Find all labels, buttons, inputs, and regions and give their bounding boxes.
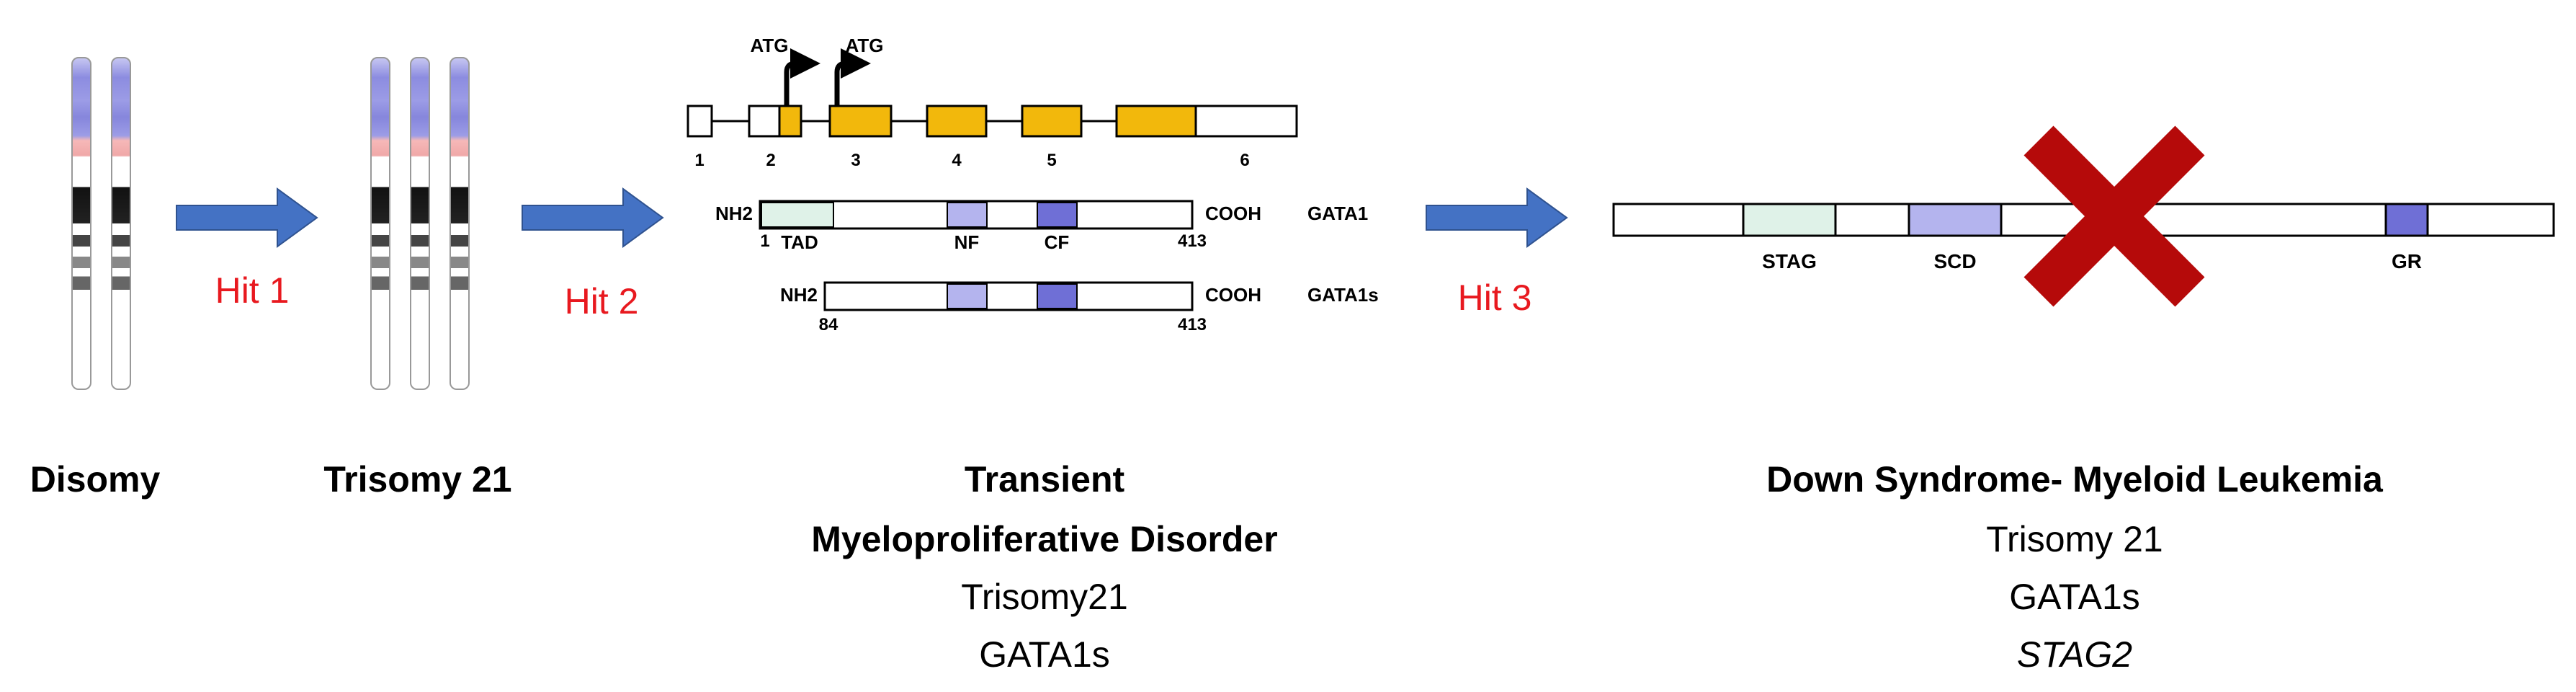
- tmd-line3: Trisomy21: [961, 577, 1128, 617]
- nf-domain: [947, 202, 988, 228]
- exon-number: 6: [1240, 151, 1249, 170]
- exon-6-utr: [1194, 105, 1298, 138]
- gata1-cooh-label: COOH: [1205, 203, 1261, 224]
- arrow-hit1: [176, 187, 318, 248]
- chromosome: [450, 57, 470, 390]
- gata1-start-label: 1: [760, 231, 769, 251]
- stag-label: STAG: [1762, 250, 1817, 272]
- exon-1: [687, 105, 713, 138]
- gata1-end-label: 413: [1178, 231, 1207, 251]
- trisomy-chromosomes: [370, 57, 470, 390]
- gata1-gene-structure: ATG ATG 1 2 3 4 5 6: [687, 35, 1298, 170]
- cf-label: CF: [1045, 231, 1070, 253]
- chromosome: [370, 57, 390, 390]
- cf-domain: [1037, 202, 1078, 228]
- gata1s-protein: NH2 COOH GATA1s 84 413: [780, 281, 1379, 334]
- dsml-title: Down Syndrome- Myeloid Leukemia: [1766, 459, 2384, 500]
- gata1s-nh2-label: NH2: [780, 284, 818, 306]
- gata1-protein: NH2 COOH GATA1 1 TAD NF CF 413: [715, 200, 1368, 253]
- exon-number: 2: [766, 151, 775, 170]
- hit1-label: Hit 1: [215, 270, 290, 311]
- exon-number: 3: [851, 151, 860, 170]
- loss-cross-icon: [2023, 125, 2205, 307]
- arrow-hit2: [522, 187, 664, 248]
- exon-number: 4: [952, 151, 962, 170]
- atg-label-1: ATG: [751, 35, 789, 56]
- hit3-label: Hit 3: [1458, 278, 1532, 318]
- scd-domain: [1908, 203, 2003, 237]
- exon-2-utr: [748, 105, 781, 138]
- arrow-hit3: [1426, 187, 1568, 248]
- stag-domain: [1742, 203, 1837, 237]
- chromosome: [111, 57, 131, 390]
- dsml-line3: GATA1s: [2009, 577, 2140, 617]
- atg-arrow-2: [834, 48, 871, 106]
- disomy-title: Disomy: [30, 459, 161, 500]
- dsml-line2: Trisomy 21: [1986, 519, 2163, 559]
- dsml-line4: STAG2: [2017, 634, 2132, 675]
- exon-3: [828, 105, 893, 138]
- gr-label: GR: [2392, 250, 2422, 272]
- tmd-line4: GATA1s: [979, 634, 1110, 675]
- trisomy-title: Trisomy 21: [323, 459, 511, 500]
- cf-domain: [1037, 283, 1078, 309]
- gata1s-bar: [823, 281, 1194, 311]
- exon-number: 1: [694, 151, 704, 170]
- hit2-label: Hit 2: [565, 281, 639, 321]
- gr-domain: [2384, 203, 2429, 237]
- gata1s-start-label: 84: [819, 315, 838, 334]
- nf-domain: [947, 283, 988, 309]
- tad-label: TAD: [781, 231, 818, 253]
- exon-2-coding: [778, 105, 802, 138]
- exon-6-coding: [1115, 105, 1197, 138]
- exon-number: 5: [1047, 151, 1056, 170]
- gata1s-end-label: 413: [1178, 315, 1207, 334]
- chromosome: [410, 57, 430, 390]
- chromosome: [71, 57, 91, 390]
- gata1s-name: GATA1s: [1307, 284, 1379, 306]
- tad-domain: [761, 202, 834, 228]
- nf-label: NF: [954, 231, 980, 253]
- tmd-title-line2: Myeloproliferative Disorder: [811, 519, 1277, 559]
- gata1s-cooh-label: COOH: [1205, 284, 1261, 306]
- exon-5: [1021, 105, 1083, 138]
- atg-arrow-1: [784, 48, 820, 106]
- exon-4: [926, 105, 988, 138]
- tmd-title-line1: Transient: [965, 459, 1125, 500]
- gata1-name: GATA1: [1307, 203, 1368, 224]
- disomy-chromosomes: [71, 57, 131, 390]
- gata1-nh2-label: NH2: [715, 203, 753, 224]
- scd-label: SCD: [1933, 250, 1976, 272]
- atg-label-2: ATG: [846, 35, 884, 56]
